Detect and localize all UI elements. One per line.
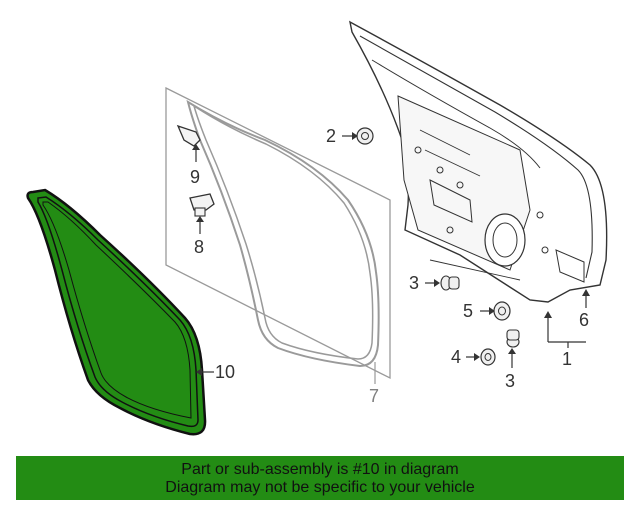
callout-6: 6 xyxy=(579,310,590,330)
sub-assembly-banner: Part or sub-assembly is #10 in diagram D… xyxy=(16,456,624,500)
callout-3-lower: 3 xyxy=(505,371,516,391)
part-10-leader xyxy=(196,368,214,376)
banner-line-2: Diagram may not be specific to your vehi… xyxy=(165,479,475,496)
part-10-weatherstrip[interactable] xyxy=(26,188,207,436)
callout-1: 1 xyxy=(562,349,573,369)
callout-5: 5 xyxy=(463,301,474,321)
part-4-plug xyxy=(466,348,496,366)
callout-7: 7 xyxy=(369,386,380,406)
callout-9: 9 xyxy=(190,167,201,187)
part-9-clip xyxy=(176,124,201,162)
part-2-grommet xyxy=(342,127,374,145)
callout-4: 4 xyxy=(451,347,462,367)
part-5-grommet xyxy=(480,301,511,321)
banner-line-1: Part or sub-assembly is #10 in diagram xyxy=(181,461,459,478)
part-8-fastener xyxy=(189,193,215,234)
part-1-door-shell xyxy=(349,20,608,303)
part-1-leader xyxy=(544,311,586,348)
part-3-pin-upper xyxy=(425,275,460,291)
callout-3-upper: 3 xyxy=(409,273,420,293)
callout-2: 2 xyxy=(326,126,337,146)
callout-8: 8 xyxy=(194,237,205,257)
part-6-leader xyxy=(582,289,590,308)
part-3-pin-lower xyxy=(506,329,520,368)
callout-10[interactable]: 10 xyxy=(215,362,236,382)
part-7-door-seal-panel xyxy=(165,86,391,384)
